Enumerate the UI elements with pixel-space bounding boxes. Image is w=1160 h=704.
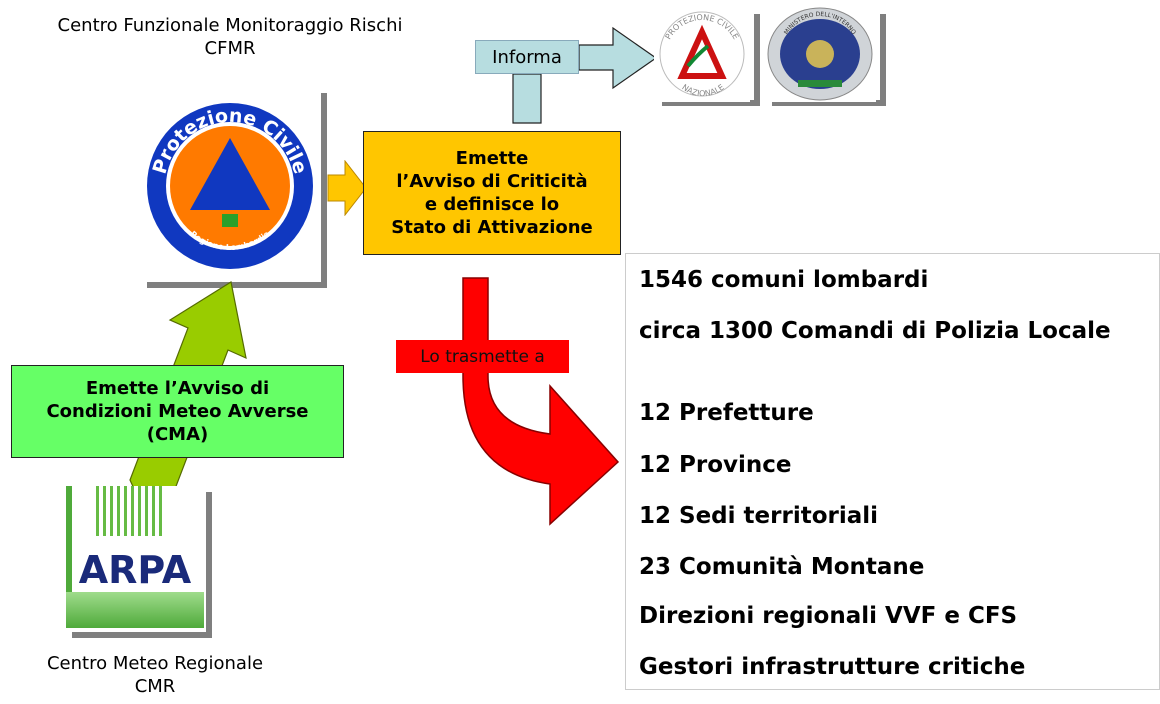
recipient-item: 1546 comuni lombardi xyxy=(639,267,929,293)
emette-box-line4: Stato di Attivazione xyxy=(391,217,593,238)
arpa-logo: ARPA xyxy=(66,486,204,628)
cmr-caption-line1: Centro Meteo Regionale xyxy=(46,653,264,674)
emette-avviso-criticita-box: Emette l’Avviso di Criticità e definisce… xyxy=(363,131,621,255)
pc-lombardia-shadow-right xyxy=(321,93,327,288)
arpa-shadow-right xyxy=(206,492,212,638)
informa-label: Informa xyxy=(475,40,579,74)
recipient-item: 12 Province xyxy=(639,452,792,478)
pc-nazionale-logo: PROTEZIONE CIVILE NAZIONALE xyxy=(654,6,750,102)
recipient-item: 12 Sedi territoriali xyxy=(639,503,879,529)
pc-lombardia-logo: Protezione Civile Regione Lombardia xyxy=(147,103,313,269)
pc-lombardia-shadow-bottom xyxy=(147,282,327,288)
red-arrow xyxy=(462,277,620,526)
cmr-caption: Centro Meteo Regionale CMR xyxy=(0,652,310,698)
cma-box-line3: (CMA) xyxy=(146,424,209,445)
arpa-logo-text: ARPA xyxy=(79,548,192,592)
recipient-item: 23 Comunità Montane xyxy=(639,554,925,580)
trasmette-label: Lo trasmette a xyxy=(396,340,569,373)
arpa-shadow-bottom xyxy=(72,632,212,638)
cfmr-caption: Centro Funzionale Monitoraggio Rischi CF… xyxy=(10,14,450,60)
cfmr-caption-line2: CFMR xyxy=(204,38,256,59)
pc-nazionale-shadow-bottom xyxy=(662,100,760,106)
cma-box-line1: Emette l’Avviso di xyxy=(85,378,270,399)
recipient-item: 12 Prefetture xyxy=(639,400,814,426)
yellow-arrow xyxy=(327,160,367,216)
emette-box-line1: Emette xyxy=(455,148,529,169)
ministero-shadow-bottom xyxy=(772,100,886,106)
cma-avviso-box: Emette l’Avviso di Condizioni Meteo Avve… xyxy=(11,365,344,458)
recipient-item: circa 1300 Comandi di Polizia Locale xyxy=(639,318,1111,344)
ministero-shadow-right xyxy=(880,14,886,106)
ministero-interno-logo: MINISTERO DELL'INTERNO xyxy=(764,6,876,102)
emette-box-line3: e definisce lo xyxy=(424,194,560,215)
informa-arrow xyxy=(512,26,658,124)
emette-box-line2: l’Avviso di Criticità xyxy=(396,171,588,192)
recipient-item: Direzioni regionali VVF e CFS xyxy=(639,603,1018,629)
cfmr-caption-line1: Centro Funzionale Monitoraggio Rischi xyxy=(57,15,403,36)
recipient-item: Gestori infrastrutture critiche xyxy=(639,654,1026,680)
cma-box-line2: Condizioni Meteo Avverse xyxy=(46,401,309,422)
cmr-caption-line2: CMR xyxy=(134,676,176,697)
pc-nazionale-shadow-right xyxy=(754,14,760,106)
recipients-list: 1546 comuni lombardi circa 1300 Comandi … xyxy=(625,253,1160,690)
